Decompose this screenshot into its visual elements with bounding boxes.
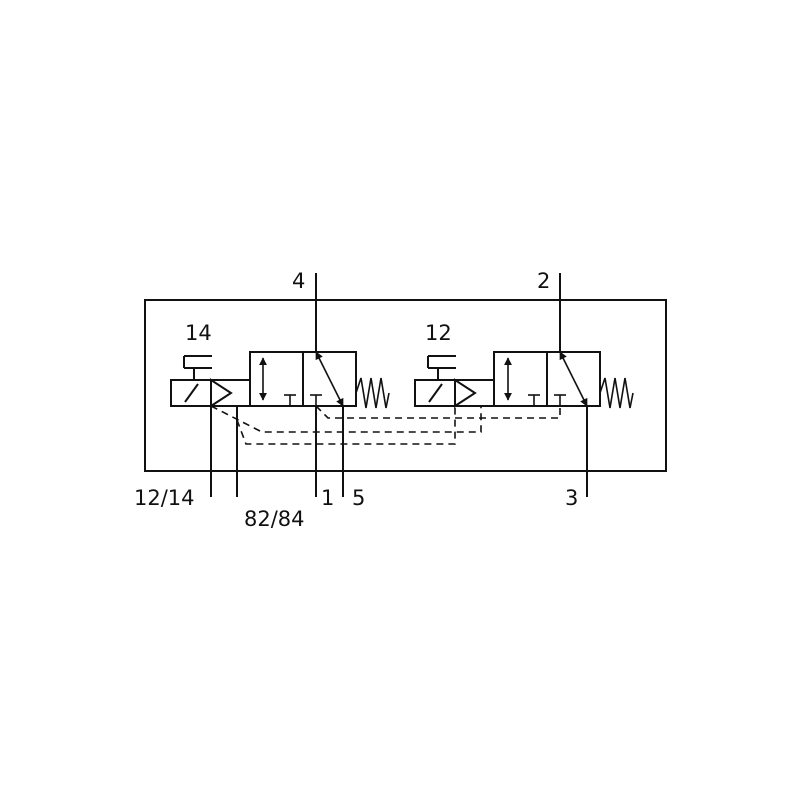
port-label-1: 1 [321, 486, 334, 510]
spring-a [355, 377, 390, 409]
valve-a-square-1 [249, 351, 304, 407]
valve-b [414, 351, 634, 409]
pilot-triangle-a [210, 378, 233, 408]
solenoid-b-coil-mark [428, 383, 443, 403]
port-label-12: 12 [425, 321, 452, 345]
pilot-triangle-b [454, 378, 477, 408]
port-label-4: 4 [292, 269, 305, 293]
valve-a [170, 351, 390, 409]
port-label-12-14: 12/14 [134, 486, 195, 510]
sub-base-frame [144, 299, 667, 472]
port-label-3: 3 [565, 486, 578, 510]
manual-override-a [183, 355, 212, 380]
port-label-82-84: 82/84 [244, 507, 305, 531]
solenoid-a-coil-mark [184, 383, 199, 403]
port-label-2: 2 [537, 269, 550, 293]
port-label-5: 5 [352, 486, 365, 510]
internal-pilot-lines [210, 405, 561, 445]
valve-b-square-1 [493, 351, 548, 407]
spring-b [599, 377, 634, 409]
manual-override-b [427, 355, 456, 380]
port-label-14: 14 [185, 321, 212, 345]
